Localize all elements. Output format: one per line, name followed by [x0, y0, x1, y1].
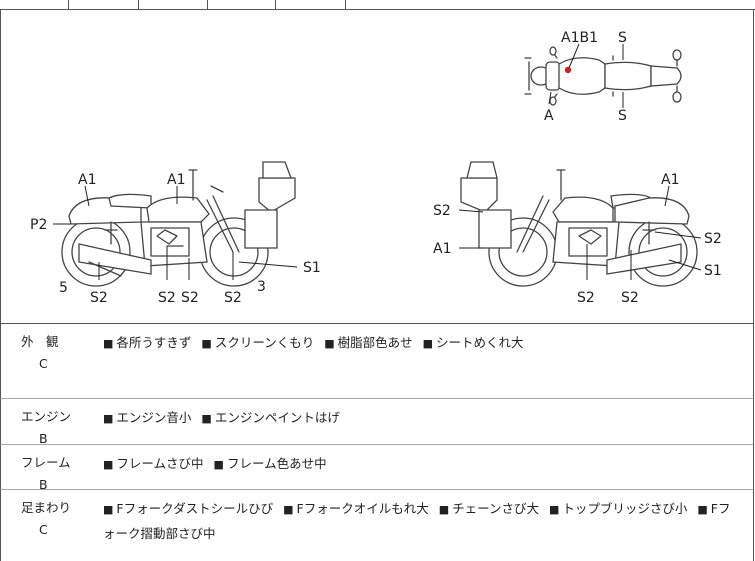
section-notes: ■エンジン音小 ■エンジンペイントはげ: [103, 410, 340, 425]
label-a1-rear: A1: [78, 172, 96, 188]
section-name: エンジン: [21, 409, 72, 424]
motorcycle-diagrams: A1B1 S A S: [30, 30, 722, 306]
section-grade: C: [39, 522, 48, 537]
note-item: チェーンさび大: [452, 501, 539, 516]
note-item: エンジン音小: [116, 410, 192, 425]
label-s2-d: S2: [224, 290, 242, 306]
label-s1-right: S1: [704, 263, 722, 279]
section-name: 外 観: [21, 334, 59, 349]
section-notes: ■フレームさび中 ■フレーム色あせ中: [103, 456, 327, 471]
note-item: フレームさび中: [116, 456, 204, 471]
label-s2-exhaust: S2: [621, 290, 639, 306]
label-s2-engine: S2: [577, 290, 595, 306]
note-item: Fフォークダストシールひび: [116, 501, 274, 516]
section-grade: C: [39, 356, 48, 371]
condition-table: 外 観 C ■各所うすきず ■スクリーンくもり ■樹脂部色あせ ■シートめくれ大…: [0, 324, 755, 561]
note-item: トップブリッジさび小: [562, 501, 688, 516]
section-row-frame: フレーム B ■フレームさび中 ■フレーム色あせ中: [0, 445, 754, 492]
label-3: 3: [257, 279, 266, 295]
label-s1: S1: [303, 260, 321, 276]
label-s-top: S: [618, 30, 627, 46]
label-s2-c: S2: [181, 290, 199, 306]
top-table-strip: [0, 0, 755, 10]
section-row-suspension: 足まわり C ■Fフォークダストシールひび ■Fフォークオイルもれ大 ■チェーン…: [0, 490, 754, 561]
right-side-motorcycle: S2 A1 A1 S2 S1 S2 S2: [433, 161, 722, 306]
label-5: 5: [59, 280, 68, 296]
label-a1-case: A1: [433, 241, 451, 257]
note-item: 各所うすきず: [116, 335, 192, 350]
label-s2-case: S2: [433, 203, 451, 219]
section-row-exterior: 外 観 C ■各所うすきず ■スクリーンくもり ■樹脂部色あせ ■シートめくれ大: [0, 324, 754, 399]
label-s2-b: S2: [158, 290, 176, 306]
section-grade: B: [39, 477, 48, 492]
note-item: 樹脂部色あせ: [337, 335, 413, 350]
note-item: フレーム色あせ中: [226, 456, 327, 471]
section-grade: B: [39, 431, 48, 446]
note-item: スクリーンくもり: [214, 335, 315, 350]
section-notes: ■Fフォークダストシールひび ■Fフォークオイルもれ大 ■チェーンさび大 ■トッ…: [103, 501, 731, 541]
note-item: Fフォーク摺動部さび中: [103, 501, 731, 541]
section-notes: ■各所うすきず ■スクリーンくもり ■樹脂部色あせ ■シートめくれ大: [103, 335, 524, 350]
label-s2-a: S2: [90, 290, 108, 306]
section-name: フレーム: [21, 455, 71, 470]
section-row-engine: エンジン B ■エンジン音小 ■エンジンペイントはげ: [0, 399, 754, 446]
label-a1b1: A1B1: [561, 30, 598, 46]
left-side-motorcycle: A1 A1 P2 5 S2 S2 S2 S2 3 S1: [30, 161, 321, 306]
label-s-bottom: S: [618, 108, 627, 124]
damage-marker-icon: [564, 66, 572, 74]
top-view-motorcycle: A1B1 S A S: [524, 30, 682, 124]
label-a1-rear-right: A1: [661, 172, 679, 188]
note-item: Fフォークオイルもれ大: [296, 501, 429, 516]
label-s2-side: S2: [704, 231, 722, 247]
section-name: 足まわり: [21, 500, 72, 515]
label-a-bottom: A: [544, 108, 554, 124]
damage-diagram-panel: A1B1 S A S: [0, 9, 754, 324]
label-a1-tank: A1: [167, 172, 185, 188]
label-p2: P2: [30, 217, 47, 233]
note-item: シートめくれ大: [436, 335, 524, 350]
note-item: エンジンペイントはげ: [214, 410, 340, 425]
